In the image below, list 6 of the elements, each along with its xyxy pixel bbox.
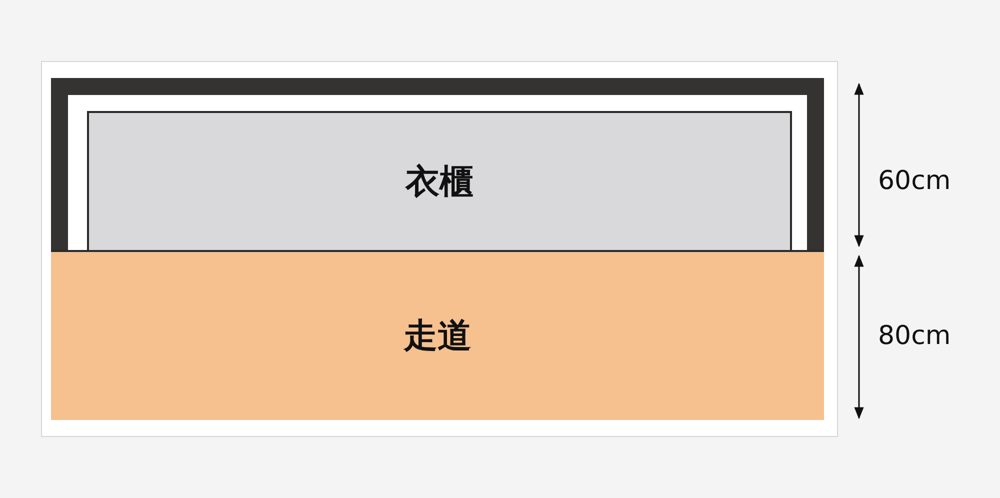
wardrobe-box <box>87 111 792 250</box>
dimension-label: 60cm <box>878 166 951 196</box>
area-label: 走道 <box>404 315 472 358</box>
aisle-area <box>51 250 824 420</box>
area-label: 衣櫃 <box>406 160 474 204</box>
dimension-label: 80cm <box>878 321 951 351</box>
